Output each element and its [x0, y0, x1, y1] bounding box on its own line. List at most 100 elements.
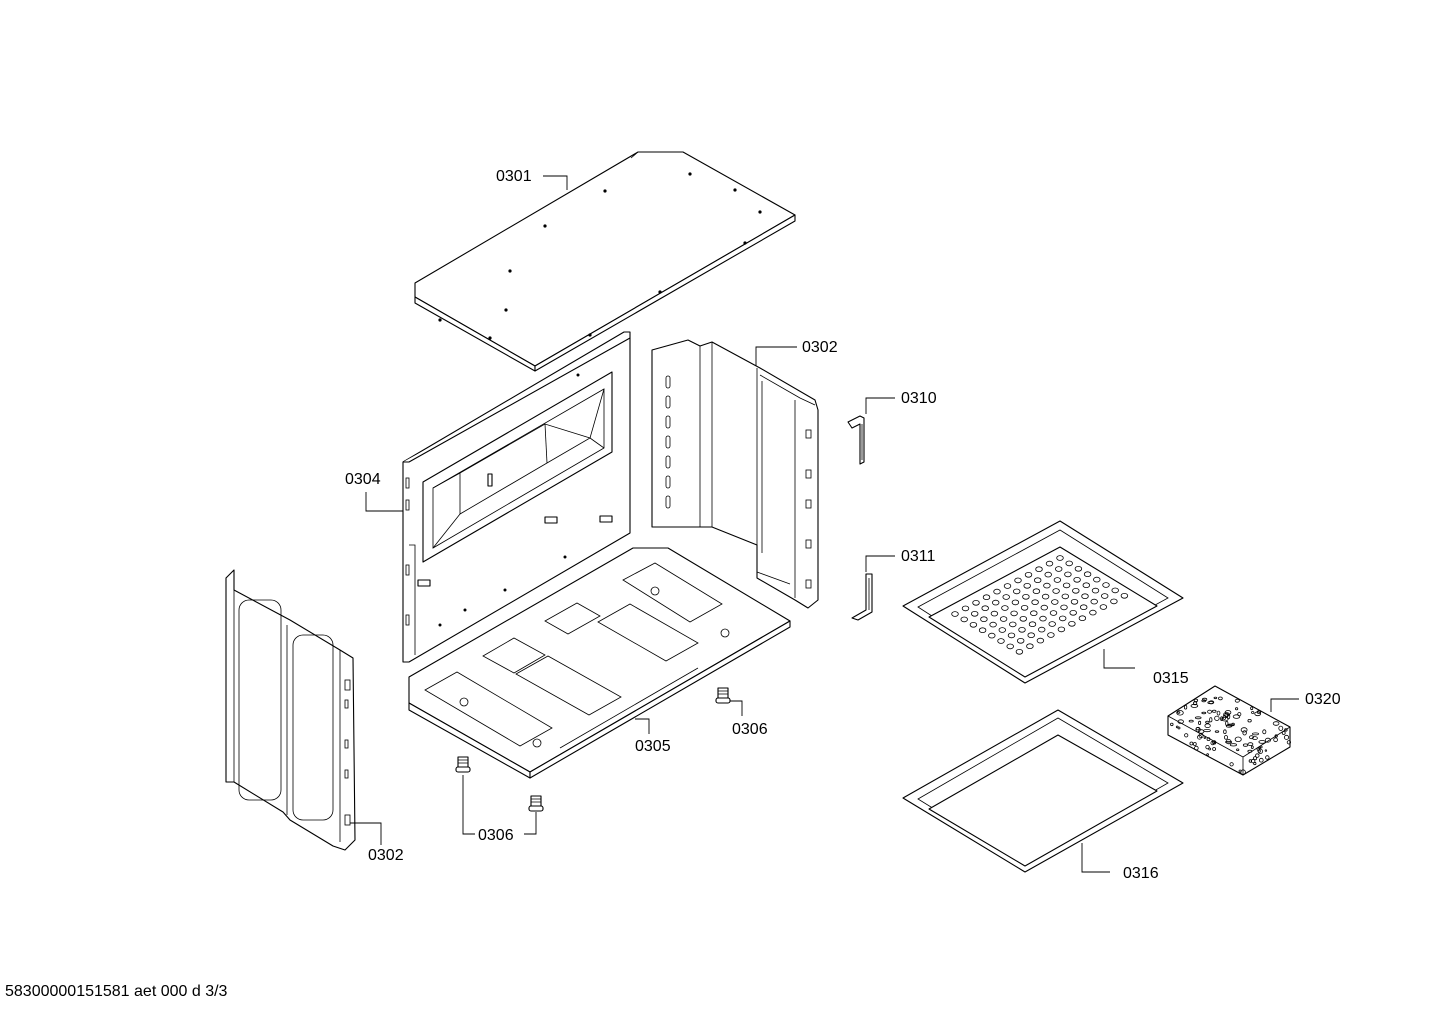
- perforation-hole: [982, 594, 991, 600]
- perforation-hole: [1033, 577, 1042, 583]
- sponge-pore: [1265, 755, 1270, 760]
- sponge-pore: [1250, 758, 1256, 764]
- perforation-hole: [1073, 576, 1081, 583]
- bracket-upper-part: [847, 415, 865, 465]
- perforation-hole: [1036, 637, 1045, 644]
- sponge-pore: [1272, 721, 1280, 726]
- sponge-pore: [1207, 709, 1212, 714]
- sponge-pore: [1273, 737, 1278, 743]
- perforation-hole: [1049, 610, 1058, 616]
- sponge-pore: [1232, 714, 1241, 719]
- perforation-hole: [1120, 592, 1129, 599]
- sponge-pore: [1278, 725, 1284, 731]
- perforation-hole: [1041, 593, 1050, 600]
- sponge-pore: [1235, 707, 1239, 711]
- sponge-pore: [1284, 734, 1290, 740]
- perforation-hole: [1052, 588, 1060, 594]
- sponge-pore: [1177, 711, 1181, 714]
- sponge-pore: [1206, 737, 1211, 741]
- callout-0310: 0310: [865, 390, 937, 414]
- perforation-hole: [1079, 604, 1088, 610]
- sponge-pore: [1242, 743, 1249, 747]
- perforation-hole: [1078, 615, 1087, 621]
- sponge-pore: [1205, 720, 1210, 724]
- sponge-pore: [1255, 753, 1260, 758]
- sponge-pore: [1194, 716, 1202, 720]
- sponge-pore: [1188, 719, 1194, 723]
- perforation-hole: [1058, 615, 1067, 622]
- callout-label-foot-right: 0306: [732, 721, 768, 738]
- sponge-pore: [1237, 712, 1242, 717]
- sponge-pore: [1201, 711, 1207, 715]
- sponge-pore: [1250, 706, 1254, 711]
- right-side-panel-part: [651, 339, 819, 609]
- perforation-hole: [1074, 565, 1083, 572]
- perforation-hole: [990, 610, 999, 617]
- perforation-hole: [1044, 571, 1052, 578]
- perforation-hole: [993, 588, 1001, 595]
- sponge-pore: [1210, 740, 1215, 746]
- perforation-hole: [1043, 582, 1051, 589]
- rear-panel-part: [402, 331, 631, 663]
- perforation-hole: [1040, 604, 1048, 611]
- sponge-pore: [1249, 735, 1255, 740]
- callout-label-foot-left: 0306: [478, 827, 514, 844]
- perforation-hole: [1039, 615, 1047, 622]
- callout-label-solid-tray: 0316: [1123, 865, 1159, 882]
- perforation-hole: [971, 610, 979, 617]
- perforation-hole: [1022, 593, 1030, 600]
- sponge-pore: [1240, 727, 1248, 733]
- perforation-hole: [1009, 621, 1017, 628]
- perforation-hole: [1054, 566, 1063, 572]
- sponge-pore: [1211, 709, 1217, 713]
- callout-label-sponge: 0320: [1305, 691, 1341, 708]
- sponge-pore: [1206, 753, 1209, 756]
- sponge-pore: [1258, 740, 1266, 744]
- perforation-hole: [969, 621, 978, 628]
- sponge-pore: [1214, 715, 1220, 721]
- perforation-hole: [1032, 588, 1041, 594]
- perforation-hole: [1028, 621, 1037, 627]
- perforation-hole: [1015, 648, 1024, 655]
- left-side-panel-part: [225, 569, 356, 851]
- perforation-hole: [1081, 593, 1089, 599]
- perforation-hole: [997, 638, 1005, 644]
- perforation-hole: [1006, 643, 1014, 650]
- sponge-pore: [1204, 723, 1211, 728]
- callout-label-top-cover: 0301: [496, 168, 532, 185]
- callout-0320: 0320: [1270, 691, 1341, 712]
- perforation-hole: [1072, 587, 1080, 594]
- callout-0316: 0316: [1081, 843, 1159, 882]
- callout-label-bracket-upper: 0310: [901, 390, 937, 407]
- perforation-hole: [1018, 626, 1026, 633]
- perforation-hole: [1091, 587, 1100, 594]
- sponge-pore: [1170, 722, 1174, 727]
- perforation-hole: [1002, 594, 1010, 600]
- sponge-pore: [1247, 749, 1253, 753]
- top-cover-part: [414, 151, 796, 372]
- sponge-part: [1167, 685, 1292, 776]
- sponge-pore: [1234, 736, 1242, 742]
- sponge-pore: [1247, 719, 1252, 723]
- perforation-hole: [961, 605, 970, 612]
- perforation-hole: [1024, 571, 1033, 578]
- perforation-holes: [951, 555, 1129, 655]
- perforation-hole: [1017, 637, 1025, 644]
- sponge-pore: [1177, 719, 1184, 724]
- sponge-pore: [1220, 716, 1223, 721]
- perforation-hole: [1035, 566, 1043, 572]
- perforation-hole: [1053, 577, 1062, 583]
- sponge-pore: [1229, 743, 1238, 747]
- perforation-hole: [1110, 598, 1118, 605]
- perforation-hole: [1027, 632, 1035, 638]
- callout-0311: 0311: [865, 548, 936, 572]
- perforation-hole: [1023, 582, 1031, 589]
- sponge-pore: [1281, 731, 1286, 735]
- bracket-lower-part: [851, 573, 873, 621]
- sponge-pore: [1262, 729, 1267, 735]
- perforation-hole: [978, 627, 987, 633]
- perforation-hole: [999, 616, 1008, 622]
- callout-label-bracket-lower: 0311: [901, 548, 936, 565]
- sponge-pore: [1256, 710, 1262, 714]
- sponge-pore: [1213, 696, 1218, 700]
